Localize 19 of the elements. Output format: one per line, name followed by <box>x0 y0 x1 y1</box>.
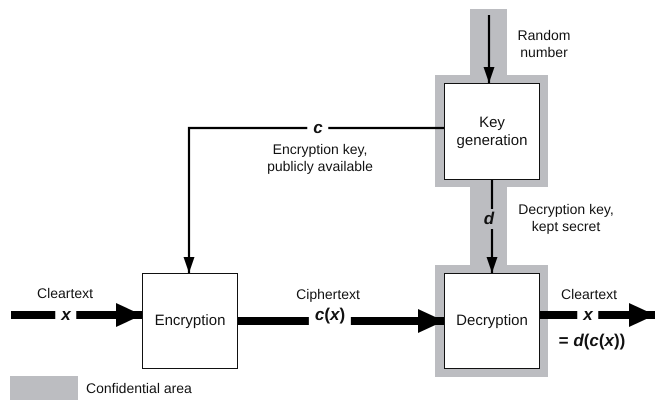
annotation: Cleartext <box>36 285 94 302</box>
process-box <box>444 273 540 369</box>
edge-label: c(x) <box>308 305 352 325</box>
box-label: Encryption <box>154 312 226 330</box>
box-label: Decryption <box>456 312 528 330</box>
process-box <box>142 273 238 369</box>
annotation: = d(c(x)) <box>558 332 626 349</box>
annotation: Encryption key, publicly available <box>266 141 374 175</box>
annotation: Cleartext <box>560 286 618 303</box>
annotation: Ciphertext <box>296 286 360 303</box>
arrow <box>484 15 494 83</box>
box-label: Key generation <box>456 114 528 150</box>
process-box <box>444 83 540 180</box>
arrow <box>184 126 444 273</box>
arrow <box>540 303 655 327</box>
arrow <box>11 303 142 327</box>
legend-label: Confidential area <box>86 380 192 396</box>
annotation: Random number <box>516 27 572 61</box>
annotation: Decryption key, kept secret <box>517 201 615 235</box>
